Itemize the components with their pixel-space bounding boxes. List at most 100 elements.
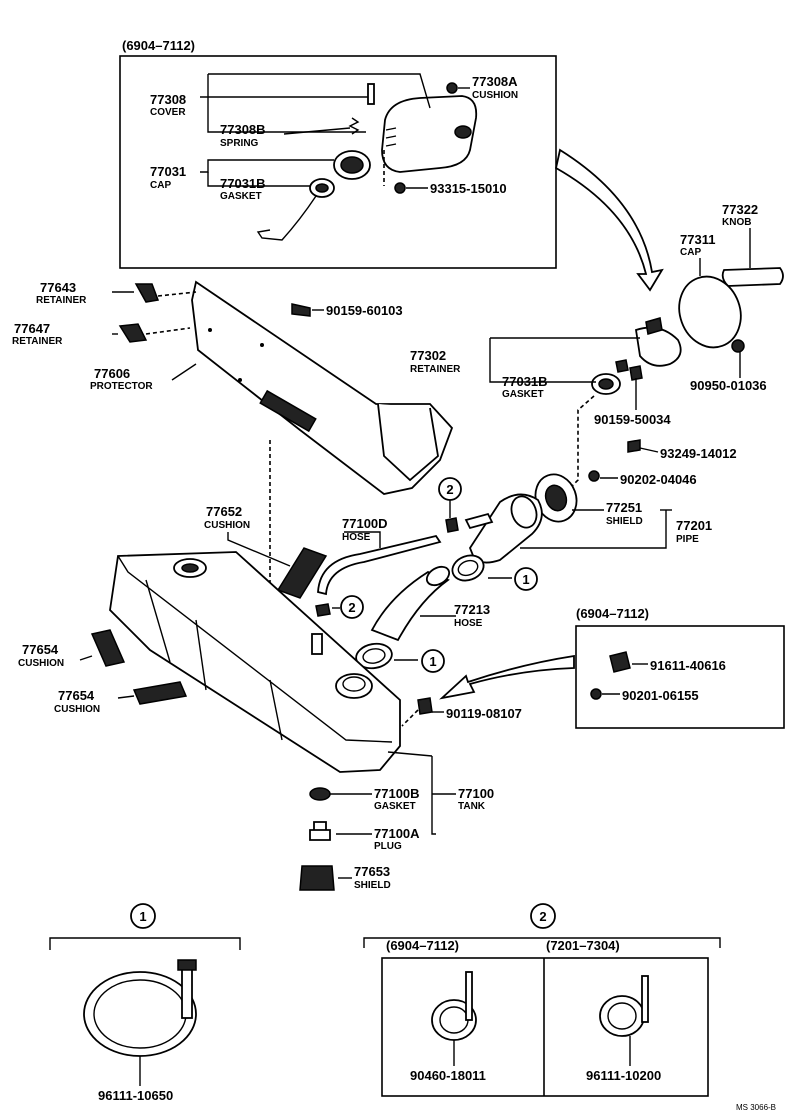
nut-90950-drawing	[731, 339, 745, 353]
label-77308A-num: 77308A	[472, 74, 518, 89]
label-77201-num: 77201	[676, 518, 712, 533]
label-93315: 93315-15010	[430, 181, 507, 196]
hoses-group: 77100D HOSE 77213 HOSE 2 1 2 1	[315, 477, 538, 673]
label-77606-name: PROTECTOR	[90, 381, 153, 392]
tank-body-drawing	[109, 551, 401, 773]
label-77100D-num: 77100D	[342, 516, 388, 531]
filler-pipe-group: 77251 SHIELD 77201 PIPE	[464, 473, 712, 564]
label-77251-num: 77251	[606, 500, 642, 515]
top-inset-box	[119, 55, 557, 269]
clamp-screw-head-drawing	[177, 959, 197, 971]
retainer-tab-drawing	[645, 317, 663, 335]
clamp-screw-drawing	[181, 963, 193, 1019]
top-inset-range: (6904–7112)	[122, 38, 195, 53]
tank-rib-drawing	[269, 679, 283, 741]
label-77654a-name: CUSHION	[18, 658, 64, 669]
cover-hole-drawing	[454, 125, 472, 139]
bottom-left-range: (6904–7112)	[386, 938, 459, 953]
right-inset-group: (6904–7112) 91611-40616 90201-06155	[439, 606, 785, 729]
tank-rib-drawing	[195, 619, 207, 691]
label-77100A-num: 77100A	[374, 826, 420, 841]
top-inset-group: (6904–7112) 77308A CUSHION	[119, 38, 557, 269]
leader-77031	[200, 159, 334, 173]
leader-77302-bracket	[489, 338, 596, 383]
leader-77652	[227, 532, 291, 567]
label-77311-num: 77311	[680, 232, 715, 247]
clamp-90460-screw	[465, 971, 473, 1021]
bracket-clamp-1	[49, 937, 241, 950]
label-90950: 90950-01036	[690, 378, 767, 393]
label-90201: 90201-06155	[622, 688, 699, 703]
label-77653-name: SHIELD	[354, 880, 391, 891]
cover-hinge-drawing	[385, 127, 397, 147]
label-77311-name: CAP	[680, 247, 701, 258]
label-90159-60103: 90159-60103	[326, 303, 403, 318]
right-inset-box	[575, 625, 785, 729]
leader-77654a	[79, 655, 93, 661]
reference-code: MS 3066-B	[736, 1103, 776, 1112]
callout-2-lower-circle	[340, 595, 364, 619]
leader-77654b	[117, 695, 135, 699]
callout-2-upper-circle	[438, 477, 462, 501]
label-96111-10650: 96111-10650	[98, 1088, 173, 1103]
bolt-91611-drawing	[609, 651, 631, 673]
label-77647-num: 77647	[14, 321, 50, 336]
clamp-1-lower-inner	[362, 648, 386, 664]
callout-2-lower-text: 2	[348, 600, 355, 615]
cap-77311-drawing	[678, 275, 742, 349]
clamp-2-box	[381, 957, 709, 1097]
label-77322-num: 77322	[722, 202, 758, 217]
leader-77308-cover	[208, 73, 431, 109]
bolt-90119-dash	[401, 709, 419, 727]
label-91611: 91611-40616	[650, 658, 726, 673]
gasket-77100B-drawing	[309, 787, 331, 801]
label-77031B-top-num: 77031B	[220, 176, 266, 191]
label-77100B-name: GASKET	[374, 801, 416, 812]
label-77643-num: 77643	[40, 280, 76, 295]
callout-2-upper-text: 2	[446, 482, 453, 497]
leader-77100	[387, 751, 433, 757]
clamp-96111-10200-screw	[641, 975, 649, 1023]
shield-77251-inner-drawing	[544, 484, 568, 512]
cover-pin-drawing	[367, 83, 375, 105]
clamp-96111-10650-drawing	[83, 971, 197, 1057]
gasket-top-inner-drawing	[315, 183, 329, 193]
clip-2-upper-drawing	[445, 517, 459, 533]
label-77654b-num: 77654	[58, 688, 95, 703]
cap-inner-drawing	[340, 156, 364, 174]
gasket-dash	[571, 395, 595, 487]
fuel-tank-group: 90119-08107 77100B GASKET 77100 TANK 771…	[109, 551, 522, 891]
hose-77100D-drawing	[317, 534, 442, 596]
nut-90202-drawing	[588, 470, 600, 482]
label-77100D-name: HOSE	[342, 532, 371, 543]
label-77201-name: PIPE	[676, 534, 699, 545]
clamp-1-upper-inner	[457, 559, 479, 577]
pipe-mouth-drawing	[510, 495, 538, 529]
screw-93249-drawing	[627, 439, 641, 453]
pipe-nipple-drawing	[464, 512, 494, 530]
callout-1-upper-circle	[514, 567, 538, 591]
callout-2-bottom-text: 2	[539, 909, 546, 924]
label-77308-name: COVER	[150, 107, 186, 118]
leader-77100-bracket	[431, 756, 436, 835]
callout-1-lower-text: 1	[429, 654, 436, 669]
label-93249: 93249-14012	[660, 446, 737, 461]
knob-drawing	[721, 267, 784, 287]
label-77031-num: 77031	[150, 164, 186, 179]
label-77308B-name: SPRING	[220, 138, 259, 149]
cap-lanyard-drawing	[256, 195, 317, 241]
label-77647-name: RETAINER	[12, 336, 63, 347]
label-90202: 90202-04046	[620, 472, 697, 487]
screw-90159-50034-drawing	[629, 365, 643, 381]
bolt-90119-drawing	[417, 697, 433, 715]
label-77308A-name: CUSHION	[472, 90, 518, 101]
label-77322-name: KNOB	[722, 217, 751, 228]
label-77654a-num: 77654	[22, 642, 59, 657]
clamp-1-lower-drawing	[355, 642, 393, 670]
label-77031B-mid-name: GASKET	[502, 389, 544, 400]
protector-group: 77643 RETAINER 90159-60103 77647 RETAINE…	[12, 280, 454, 495]
cap-knob-group: 77322 KNOB 77311 CAP 90950-01036	[678, 202, 784, 393]
leader-93249	[639, 447, 659, 453]
tank-vent-stub-drawing	[311, 633, 323, 655]
protector-flange-drawing	[377, 403, 439, 482]
